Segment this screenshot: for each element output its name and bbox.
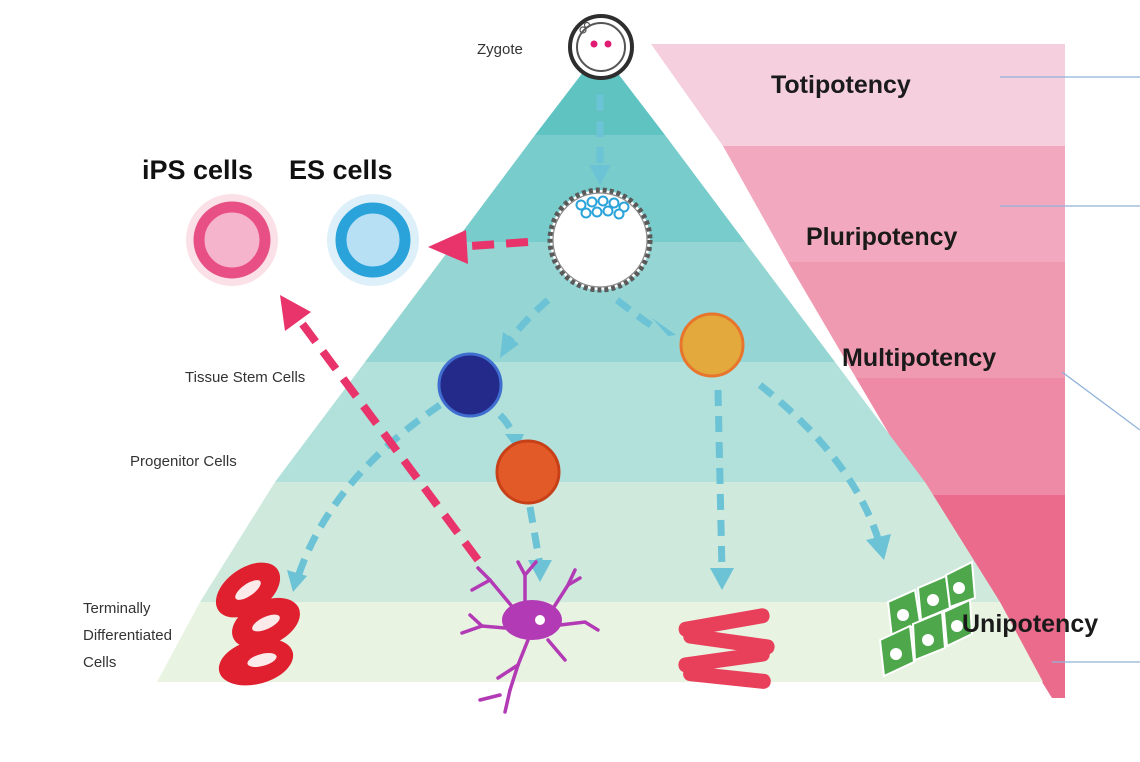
arrowhead-muscle [710,568,734,590]
pink-arrowheads [280,230,468,331]
arrow-blastocyst-to-es [469,238,529,250]
arrow-neuron-to-ips [294,315,482,563]
band-pluripotency [723,146,1065,262]
label-totipotency: Totipotency [771,71,911,99]
arrow-multipotent-to-epithelial [757,382,884,546]
ips-cell [186,194,278,286]
arrowhead-tissue-stem [500,332,519,358]
muscle-fiber-1 [678,608,770,637]
muscle-fiber-4 [683,666,771,689]
band-multipotency-upper [788,262,1065,378]
blastocyst-cavity [552,192,648,288]
label-terminally-line1: Terminally [83,600,151,617]
inner-cell-mass [575,195,630,220]
pink-reprogramming-arrows [294,238,529,563]
pyramid-layer-4 [275,362,925,482]
zygote-inner [576,22,626,72]
arrow-tissue-stem-to-rbc [294,402,442,579]
neuron-body [502,600,562,640]
pyramid-layer-1 [535,50,665,135]
arrowhead-rbc [287,570,307,592]
progenitor-cell [495,439,561,505]
ips-body [193,201,271,279]
epithelial-cells [878,560,977,678]
leader-line-multipotency [1061,371,1140,431]
arrow-multipotent-to-muscle [714,389,726,573]
arrowhead-blastocyst [589,165,611,185]
es-cell [327,194,419,286]
arrowhead-es [428,230,468,264]
pyramid [157,50,1043,682]
label-unipotency: Unipotency [962,610,1098,638]
label-tissue-stem-cells: Tissue Stem Cells [185,369,305,386]
zygote-pronucleus-2 [604,40,612,48]
arrowhead-epithelial [866,534,891,560]
arrow-blastocyst-to-multipotent [614,297,657,331]
label-pluripotency: Pluripotency [806,223,958,251]
muscle-fiber-2 [683,628,775,655]
label-terminally-line2: Differentiated [83,627,172,644]
arrowhead-multipotent [652,318,676,336]
muscle-cells [678,608,775,689]
pyramid-layer-6 [157,602,1043,682]
blastocyst-cell [547,187,653,293]
red-blood-cells [215,562,300,686]
arrow-progenitor-to-neuron [526,506,544,566]
arrowhead-ips [280,295,311,331]
zygote-polar-body-2 [583,21,591,29]
label-terminally-line3: Cells [83,654,116,671]
label-es-cells: ES cells [289,155,393,185]
arrow-tissue-stem-to-progenitor [497,412,518,439]
muscle-fiber-3 [678,646,770,673]
leader-lines [1000,76,1140,663]
zygote-cell [568,14,634,80]
pyramid-layer-2 [455,135,745,242]
zygote-pronucleus-1 [590,40,598,48]
label-ips-cells: iPS cells [142,155,253,185]
neuron-nucleus [535,615,545,625]
label-zygote: Zygote [477,41,523,58]
tissue-stem-cell [437,352,503,418]
label-progenitor-cells: Progenitor Cells [130,453,237,470]
arrow-blastocyst-to-tissue-stem [507,297,551,343]
multipotent-cell [679,312,745,378]
es-body [335,202,411,278]
label-multipotency: Multipotency [842,344,996,372]
arrowhead-progenitor [505,434,524,450]
teal-differentiation-arrows [294,95,884,579]
zygote-polar-body-1 [579,26,587,34]
pyramid-layer-5 [200,482,1000,602]
neuron [460,560,600,714]
band-totipotency [651,44,1065,146]
